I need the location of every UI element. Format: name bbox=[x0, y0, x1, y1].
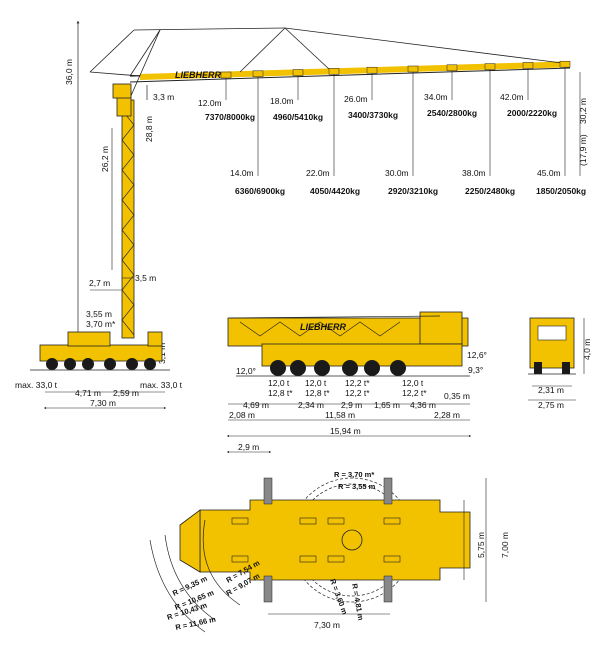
load-radius: 14.0m bbox=[230, 168, 254, 178]
load-chart: 12.0m 7370/8000kg 14.0m 6360/6900kg 18.0m 496… bbox=[198, 60, 586, 196]
load-value: 4050/4420kg bbox=[310, 186, 360, 196]
hook-height: (17,9 m) bbox=[578, 134, 588, 166]
mast-dim-d: 3,70 m* bbox=[86, 319, 116, 329]
angle-right-a: 12,6° bbox=[467, 350, 487, 360]
plan-len: 7,30 m bbox=[314, 620, 340, 630]
crane-height: 30,2 m bbox=[578, 98, 588, 124]
dims2-b: 11,58 m bbox=[325, 410, 355, 420]
axle-load: 12,8 t* bbox=[305, 388, 330, 398]
dims4: 2,9 m bbox=[238, 442, 259, 452]
load-radius: 34.0m bbox=[424, 92, 448, 102]
trolley-icon bbox=[220, 71, 232, 79]
trolley-icon bbox=[252, 70, 264, 78]
transport-dim: 2,9 m bbox=[341, 400, 362, 410]
load-value: 2250/2480kg bbox=[465, 186, 515, 196]
mast-dim-c: 3,55 m bbox=[86, 309, 112, 319]
jib: LIEBHERR bbox=[89, 27, 571, 99]
trolley-icon bbox=[522, 62, 534, 69]
dims2-a: 2,08 m bbox=[229, 410, 255, 420]
front-height: 4,0 m bbox=[582, 339, 592, 360]
axle-loads: 12,0 t12,8 t*12,0 t12,8 t*12,2 t*12,2 t*… bbox=[268, 378, 427, 398]
height-lower: 26,2 m bbox=[100, 146, 110, 172]
left-load: max. 33,0 t bbox=[15, 380, 58, 390]
brand-logo: LIEBHERR bbox=[175, 70, 222, 80]
load-radius: 30.0m bbox=[385, 168, 409, 178]
mast-dim-b: 3,5 m bbox=[135, 273, 156, 283]
radius-3: R = 3,60 m bbox=[328, 578, 349, 616]
transport-dim: 4,36 m bbox=[410, 400, 436, 410]
dims2-c: 2,28 m bbox=[434, 410, 460, 420]
transport-brand: LIEBHERR bbox=[300, 322, 347, 332]
right-load: max. 33,0 t bbox=[140, 380, 183, 390]
axle-load: 12,2 t* bbox=[345, 388, 370, 398]
load-value: 2000/2220kg bbox=[507, 108, 557, 118]
side-view: LIEBHERR 36,0 m 3,3 m 28,8 m 26,2 m 30,2… bbox=[15, 20, 588, 410]
side-vehicle bbox=[30, 331, 170, 371]
front-view: 4,0 m 2,31 m 2,75 m bbox=[528, 317, 592, 410]
load-radius: 26.0m bbox=[344, 94, 368, 104]
load-radius: 18.0m bbox=[270, 96, 294, 106]
trolley-icon bbox=[292, 69, 304, 76]
base-w1: 4,71 m bbox=[75, 388, 101, 398]
angle-left: 12,0° bbox=[236, 366, 256, 376]
axle-load: 12,2 t* bbox=[345, 378, 370, 388]
front-w1: 2,31 m bbox=[538, 385, 564, 395]
load-radius: 12.0m bbox=[198, 98, 222, 108]
axle-load: 12,0 t bbox=[305, 378, 327, 388]
radius-2: R = 3,55 m bbox=[338, 482, 376, 491]
load-value: 3400/3730kg bbox=[348, 110, 398, 120]
transport-dim: 2,34 m bbox=[298, 400, 324, 410]
counterweight bbox=[112, 83, 132, 99]
height-mast: 28,8 m bbox=[144, 116, 154, 142]
trolley-icon bbox=[366, 66, 378, 74]
load-value: 4960/5410kg bbox=[273, 112, 323, 122]
trolley-icon bbox=[559, 60, 571, 68]
base-total: 7,30 m bbox=[90, 398, 116, 408]
height-top: 3,3 m bbox=[153, 92, 174, 102]
axle-load: 12,8 t* bbox=[268, 388, 293, 398]
base-w2: 2,59 m bbox=[113, 388, 139, 398]
trolley-icon bbox=[484, 63, 496, 70]
transport-dims-row1: 4,69 m 2,34 m 2,9 m 1,65 m 4,36 m bbox=[243, 400, 436, 410]
load-value: 6360/6900kg bbox=[235, 186, 285, 196]
trolley-icon bbox=[407, 65, 419, 73]
load-radius: 22.0m bbox=[306, 168, 330, 178]
transport-dim: 4,69 m bbox=[243, 400, 269, 410]
rear-gap: 0,35 m bbox=[444, 391, 470, 401]
load-value: 7370/8000kg bbox=[205, 112, 255, 122]
load-radius: 42.0m bbox=[500, 92, 524, 102]
trolley-icon bbox=[446, 64, 458, 72]
front-w2: 2,75 m bbox=[538, 400, 564, 410]
trolley-icon bbox=[328, 68, 340, 75]
plan-w2: 7,00 m bbox=[500, 532, 510, 558]
load-value: 1850/2050kg bbox=[536, 186, 586, 196]
tower-mast bbox=[116, 91, 135, 339]
axle-load: 12,0 t bbox=[268, 378, 290, 388]
plan-view: R = 3,70 m* R = 3,55 m R = 3,60 m R = 4,… bbox=[149, 470, 510, 633]
mast-dim-a: 2,7 m bbox=[89, 278, 110, 288]
load-radius: 45.0m bbox=[537, 168, 561, 178]
angle-right-b: 9,3° bbox=[468, 365, 483, 375]
transport-dim: 1,65 m bbox=[374, 400, 400, 410]
radius-1: R = 3,70 m* bbox=[334, 470, 374, 479]
height-total: 36,0 m bbox=[64, 59, 74, 85]
axle-load: 12,0 t bbox=[402, 378, 424, 388]
dims3: 15,94 m bbox=[330, 426, 361, 436]
load-radius: 38.0m bbox=[462, 168, 486, 178]
load-value: 2540/2800kg bbox=[427, 108, 477, 118]
axle-load: 12,2 t* bbox=[402, 388, 427, 398]
transport-view: LIEBHERR 12,0° 12,6° 9,3° 12,0 t12,8 t*1… bbox=[226, 311, 487, 454]
load-value: 2920/3210kg bbox=[388, 186, 438, 196]
plan-w1: 5,75 m bbox=[476, 532, 486, 558]
